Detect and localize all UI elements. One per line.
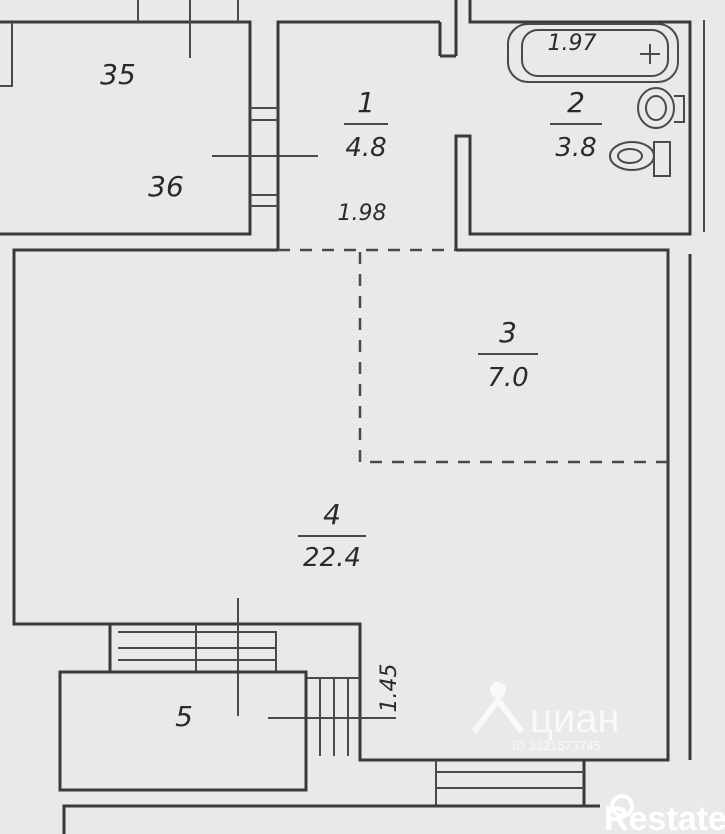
toilet-icon	[609, 141, 671, 177]
restate-logo-icon	[610, 794, 634, 818]
room-3-area: 7.0	[487, 363, 528, 393]
cian-watermark: циан ID 3321573745	[471, 682, 620, 753]
sink-icon	[637, 87, 685, 129]
room-1-area: 4.8	[345, 133, 386, 163]
room-2-walls	[440, 0, 705, 250]
room-2-number: 2	[567, 86, 585, 119]
room-5-number: 5	[175, 700, 193, 733]
cian-logo-icon	[471, 682, 525, 734]
bathtub-icon	[507, 23, 679, 83]
neighbor-36-label: 36	[148, 170, 184, 203]
hall-dimension: 1.98	[338, 201, 387, 226]
neighbor-35-label: 35	[100, 58, 136, 91]
neighbor-block	[0, 0, 318, 236]
room-4-area: 22.4	[303, 543, 361, 573]
balcony-dimension: 1.45	[377, 664, 402, 713]
bath-dimension: 1.97	[548, 31, 597, 56]
cian-logo-text: циан	[530, 697, 620, 741]
stairs	[110, 598, 584, 807]
room-4-walls	[12, 248, 692, 806]
restate-watermark: Restate	[604, 794, 725, 834]
room-2-area: 3.8	[555, 133, 596, 163]
room-4-number: 4	[323, 498, 341, 531]
cian-id: ID 3321573745	[512, 738, 601, 753]
room-1-walls	[250, 20, 442, 250]
restate-logo-text: Restate	[604, 800, 725, 834]
room-1-number: 1	[357, 86, 375, 119]
room-3-number: 3	[499, 316, 517, 349]
room-5-walls	[58, 670, 600, 834]
